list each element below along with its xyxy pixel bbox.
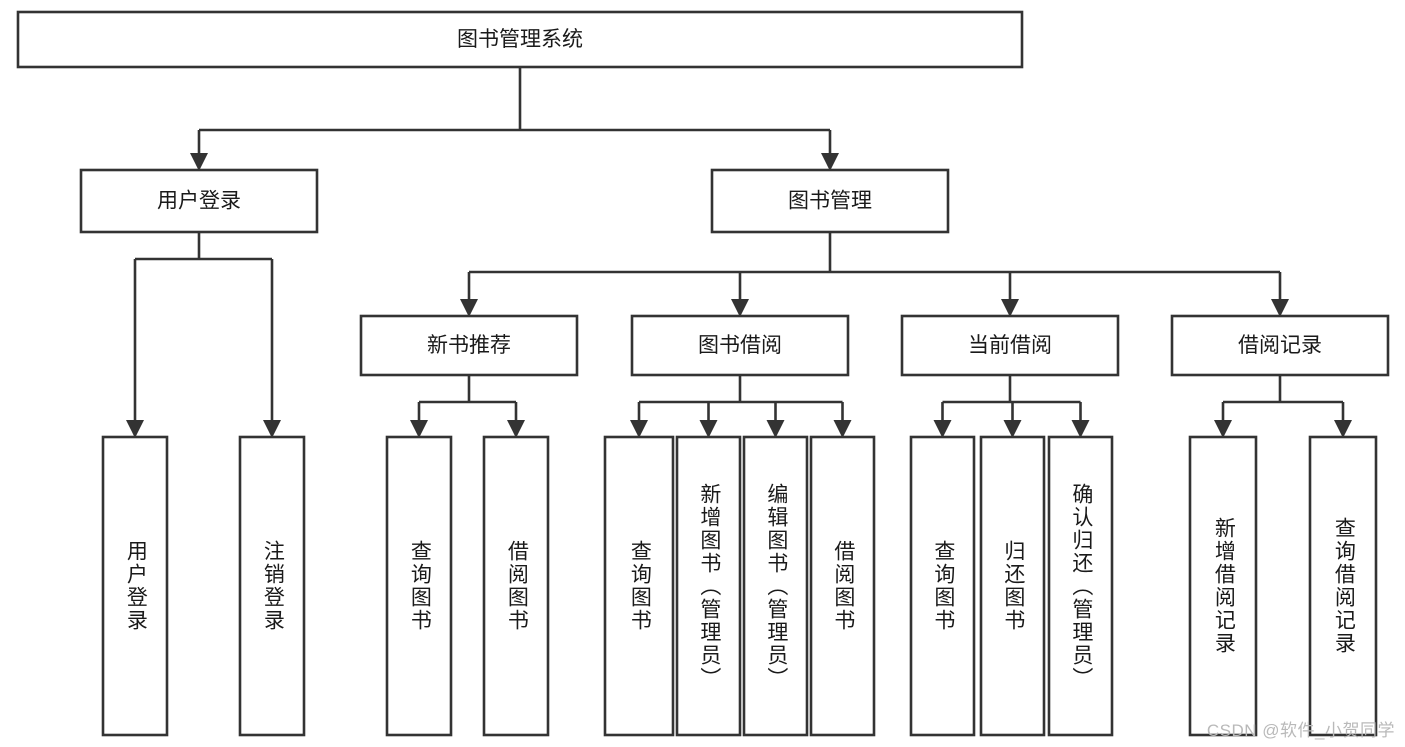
node-label: 图书管理 [788, 190, 872, 213]
node-box-leaf-borrow-book-2 [809, 435, 876, 737]
node-box-leaf-user-logout [238, 435, 306, 737]
node-label: 归还图书 [1001, 540, 1025, 632]
node-box-leaf-add-book [675, 435, 742, 737]
node-box-leaf-query-book-2 [603, 435, 675, 737]
node-borrow-record[interactable]: 借阅记录 [1170, 314, 1390, 377]
node-leaf-user-logout[interactable]: 注销登录 [240, 437, 304, 735]
node-label: 确认归还（管理员） [1069, 482, 1093, 690]
node-box [900, 314, 1120, 377]
node-box-leaf-query-borrow-record [1308, 435, 1378, 737]
node-label: 借阅图书 [505, 540, 529, 632]
node-leaf-query-borrow-record[interactable]: 查询借阅记录 [1310, 437, 1376, 735]
node-box-leaf-return-book [979, 435, 1046, 737]
node-box [16, 10, 1024, 69]
node-label: 图书借阅 [698, 334, 782, 357]
node-box [710, 168, 950, 234]
node-box-leaf-add-borrow-record [1188, 435, 1258, 737]
node-leaf-query-book-3[interactable]: 查询图书 [911, 437, 974, 735]
edge-group [125, 67, 1353, 439]
node-label: 新书推荐 [427, 334, 511, 357]
node-box-leaf-user-login [101, 435, 169, 737]
node-label: 查询图书 [408, 540, 432, 632]
node-box [359, 314, 579, 377]
node-leaf-add-book[interactable]: 新增图书（管理员） [677, 437, 740, 735]
node-label: 新增图书（管理员） [697, 482, 721, 690]
node-label: 借阅记录 [1238, 334, 1322, 357]
node-label: 当前借阅 [968, 334, 1052, 357]
node-label: 借阅图书 [831, 540, 855, 632]
node-label: 用户登录 [124, 540, 148, 632]
csdn-watermark: CSDN @软件_小贺同学 [1206, 721, 1395, 740]
node-box [630, 314, 850, 377]
node-new-book-recommend[interactable]: 新书推荐 [359, 314, 579, 377]
node-label: 编辑图书（管理员） [764, 482, 788, 690]
node-box-leaf-borrow-book-1 [482, 435, 550, 737]
node-leaf-add-borrow-record[interactable]: 新增借阅记录 [1190, 437, 1256, 735]
node-leaf-user-login[interactable]: 用户登录 [103, 437, 167, 735]
node-leaf-borrow-book-1[interactable]: 借阅图书 [484, 437, 548, 735]
node-leaf-edit-book[interactable]: 编辑图书（管理员） [744, 437, 807, 735]
node-label: 注销登录 [261, 540, 285, 632]
node-leaf-borrow-book-2[interactable]: 借阅图书 [811, 437, 874, 735]
node-box-leaf-query-book-3 [909, 435, 976, 737]
node-label: 图书管理系统 [457, 28, 583, 51]
node-box-leaf-confirm-return [1047, 435, 1114, 737]
node-leaf-query-book-1[interactable]: 查询图书 [387, 437, 451, 735]
node-leaf-query-book-2[interactable]: 查询图书 [605, 437, 673, 735]
node-label: 用户登录 [157, 190, 241, 213]
node-label: 查询图书 [628, 540, 652, 632]
node-leaf-return-book[interactable]: 归还图书 [981, 437, 1044, 735]
node-book-borrow[interactable]: 图书借阅 [630, 314, 850, 377]
node-box-leaf-edit-book [742, 435, 809, 737]
node-label: 查询借阅记录 [1332, 517, 1356, 655]
node-box [79, 168, 319, 234]
node-user-login[interactable]: 用户登录 [79, 168, 319, 234]
node-label: 新增借阅记录 [1212, 517, 1236, 655]
node-box-leaf-query-book-1 [385, 435, 453, 737]
node-leaf-confirm-return[interactable]: 确认归还（管理员） [1049, 437, 1112, 735]
node-box [1170, 314, 1390, 377]
node-root[interactable]: 图书管理系统 [16, 10, 1024, 69]
node-current-borrow[interactable]: 当前借阅 [900, 314, 1120, 377]
node-book-manage[interactable]: 图书管理 [710, 168, 950, 234]
node-label: 查询图书 [931, 540, 955, 632]
